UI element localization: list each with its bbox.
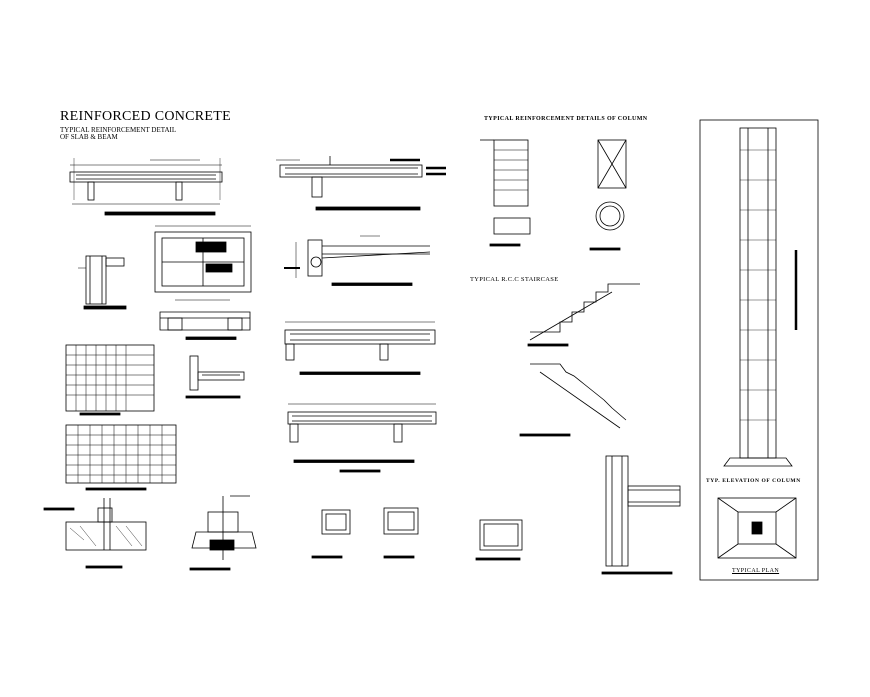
sheet-subtitle-line2: OF SLAB & BEAM bbox=[60, 133, 118, 141]
beam-section-2 bbox=[383, 507, 419, 559]
sheet-title: REINFORCED CONCRETE bbox=[60, 109, 231, 124]
staircase-section-2 bbox=[519, 363, 627, 437]
beam-column-joint-small bbox=[78, 255, 127, 310]
staircase-heading: TYPICAL R.C.C STAIRCASE bbox=[470, 276, 559, 283]
column-panel bbox=[699, 119, 819, 581]
beam-section-3 bbox=[475, 519, 523, 561]
footing-plan bbox=[154, 225, 252, 293]
foundation-detail-1 bbox=[43, 498, 147, 569]
plinth-beam-section bbox=[159, 299, 251, 340]
column-details-heading: TYPICAL REINFORCEMENT DETAILS OF COLUMN bbox=[484, 116, 648, 122]
cantilever-detail bbox=[284, 235, 431, 286]
column-plan-caption: TYPICAL PLAN bbox=[732, 568, 780, 574]
slab-beam-section bbox=[69, 158, 223, 216]
sheet-subtitle-line1: TYPICAL REINFORCEMENT DETAIL bbox=[60, 126, 177, 134]
slab-mesh-plan-1 bbox=[65, 344, 155, 416]
beam-section-1 bbox=[311, 509, 351, 559]
column-elevation-detail bbox=[480, 139, 531, 247]
column-elevation-caption: TYP. ELEVATION OF COLUMN bbox=[706, 478, 801, 484]
lintel-detail bbox=[185, 355, 245, 399]
beam-slab-detail-1 bbox=[276, 156, 446, 211]
continuous-beam-1 bbox=[284, 321, 436, 375]
beam-column-junction bbox=[601, 455, 681, 575]
slab-mesh-plan-2 bbox=[65, 424, 177, 491]
foundation-detail-2 bbox=[189, 495, 257, 571]
column-tie-detail bbox=[589, 139, 627, 251]
staircase-section-1 bbox=[527, 283, 640, 347]
continuous-beam-2 bbox=[287, 403, 437, 473]
